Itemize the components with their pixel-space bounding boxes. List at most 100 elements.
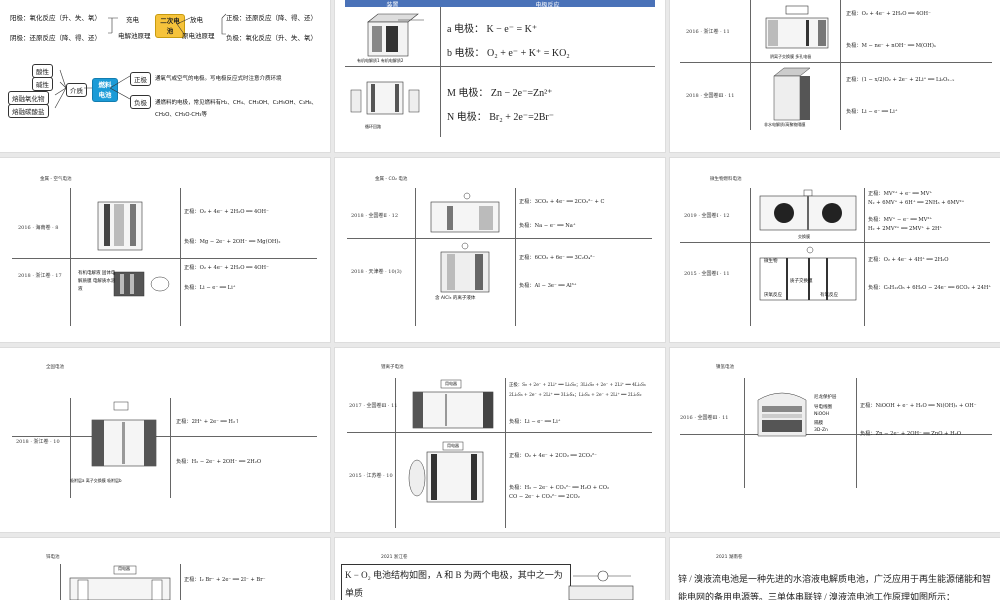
slide-thumbnail[interactable]: 阳极：氧化反应（升、失、氧） 阴极：还原反应（降、得、还） 充电 电解池原理 二… bbox=[0, 0, 330, 152]
equation: 正极：(1 − x/2)O₂ + 2e⁻ + 2Li⁺ ══ Li₂O₂₋ₓ bbox=[846, 77, 955, 83]
equation: 负极：Mg − 2e⁻ + 2OH⁻ ══ Mg(OH)₂ bbox=[184, 239, 281, 245]
equation: N 电极： Br₂ + 2e⁻=2Br⁻ bbox=[447, 112, 554, 123]
mindmap-node: 正极：还原反应（降、得、还） bbox=[226, 14, 317, 22]
slide-title: 金属 - 空气电池 bbox=[40, 177, 72, 182]
equation: CO − 2e⁻ + CO₃²⁻ ══ 2CO₂ bbox=[509, 494, 580, 500]
divider bbox=[680, 242, 990, 243]
divider bbox=[840, 0, 841, 130]
slide-title: 锌电池 bbox=[46, 555, 60, 560]
slide-thumbnail[interactable]: 全固电池 2018 · 浙江卷 · 10 吸附层a 离子交换膜 吸附层b 正极：… bbox=[0, 348, 330, 532]
row-label: 2018 · 浙江卷 · 10 bbox=[16, 439, 60, 445]
figure-caption: 交换膜 bbox=[798, 234, 810, 239]
divider bbox=[12, 436, 317, 437]
divider bbox=[415, 188, 416, 326]
slide-thumbnail[interactable]: 锂离子电池 2017 · 全国卷Ⅲ · 11 用电器 正极：S₈ + 2e⁻ +… bbox=[335, 348, 665, 532]
divider bbox=[60, 564, 61, 600]
equation: 正极：S₈ + 2e⁻ + 2Li⁺ ══ Li₂S₈；3Li₂S₈ + 2e⁻… bbox=[509, 383, 646, 388]
slide-thumbnail[interactable]: 金属 - 空气电池 2016 · 海南卷 · 8 正极：O₂ + 4e⁻ + 2… bbox=[0, 158, 330, 342]
divider bbox=[70, 398, 71, 498]
battery-diagram bbox=[113, 271, 170, 297]
divider bbox=[345, 66, 655, 67]
slide-thumbnail[interactable]: 2016 · 浙江卷 · 11 阴离子交换膜 多孔电极 正极：O₂ + 4e⁻ … bbox=[670, 0, 1000, 152]
battery-diagram bbox=[430, 192, 500, 233]
figure-caption: 有机电解液 固体电解质膜 电解质水溶液 bbox=[78, 271, 116, 292]
equation: 负极：Al − 3e⁻ ══ Al³⁺ bbox=[519, 283, 577, 289]
slide-title: 微生物燃料电池 bbox=[710, 177, 742, 182]
slide-thumbnail[interactable]: 镍氢电池 2016 · 全国卷Ⅲ · 11 尼龙保护层 导电线圈 NiOOH 隔… bbox=[670, 348, 1000, 532]
figure-caption: 有氧反应 bbox=[820, 293, 838, 298]
battery-diagram bbox=[408, 441, 484, 503]
equation: b 电极： O₂ + e⁻ + K⁺ = KO₂ bbox=[447, 48, 570, 59]
equation: 正极：3CO₂ + 4e⁻ ══ 2CO₃²⁻ + C bbox=[519, 199, 605, 205]
divider bbox=[395, 378, 396, 528]
divider bbox=[440, 7, 441, 137]
figure-caption: 厌氧反应 bbox=[764, 293, 782, 298]
row-label: 2016 · 全国卷Ⅲ · 11 bbox=[680, 415, 729, 421]
battery-diagram bbox=[568, 570, 634, 600]
slide-title: 金属 - CO₂ 电池 bbox=[375, 177, 408, 182]
mindmap-node: 负极：氧化反应（升、失、氧） bbox=[226, 34, 317, 42]
equation: 2Li₂S₆ + 2e⁻ + 2Li⁺ ══ 3Li₂S₄；Li₂S₄ + 2e… bbox=[509, 393, 642, 398]
figure-caption: 有机电解质1 有机电解质2 bbox=[357, 58, 404, 63]
equation: 负极：Li − e⁻ ══ Li⁺ bbox=[846, 109, 898, 115]
divider bbox=[170, 398, 171, 498]
divider bbox=[12, 258, 317, 259]
figure-caption: 吸附层a 离子交换膜 吸附层b bbox=[70, 478, 122, 483]
figure-caption: 用电器 bbox=[445, 381, 457, 386]
equation: 负极：Li − e⁻ ══ Li⁺ bbox=[184, 285, 236, 291]
equation: 正极：O₂ + 4e⁻ + 2H₂O ══ 4OH⁻ bbox=[184, 265, 269, 271]
mindmap-node: 通氧气或空气的电极。写电极反应式时注意介质环境 bbox=[155, 76, 282, 82]
slide-thumbnail[interactable]: 2021 湖南卷 锌 / 溴液流电池是一种先进的水溶液电解质电池，广泛应用于再生… bbox=[670, 538, 1000, 600]
slide-title: 2021 浙江卷 bbox=[381, 555, 408, 560]
slide-title: 锂离子电池 bbox=[381, 365, 404, 370]
divider bbox=[750, 0, 751, 130]
equation: 正极：NiOOH + e⁻ + H₂O ══ Ni(OH)₂ + OH⁻ bbox=[860, 403, 977, 409]
mindmap-node: 放电 bbox=[190, 16, 203, 24]
row-label: 2017 · 全国卷Ⅲ · 11 bbox=[349, 403, 398, 409]
figure-caption: 用电器 bbox=[447, 443, 459, 448]
mindmap-node: 负极 bbox=[130, 95, 151, 109]
mindmap-node-secondary-battery: 二次电池 bbox=[155, 14, 185, 38]
divider bbox=[856, 378, 857, 488]
table-header: 电极反应 bbox=[440, 0, 655, 9]
mindmap-node: 介质 bbox=[66, 83, 87, 97]
mindmap-node: 原电池原理 bbox=[182, 32, 215, 40]
mindmap-node: 正极 bbox=[130, 72, 151, 86]
slide-thumbnail[interactable]: 锌电池 用电器 正极：I₂ Br⁻ + 2e⁻ ══ 2I⁻ + Br⁻ bbox=[0, 538, 330, 600]
mindmap-node: 阴极：还原反应（降、得、还） bbox=[10, 34, 101, 42]
slide-thumbnail[interactable]: 2021 浙江卷 K − O₂ 电池结构如图，A 和 B 为两个电极，其中之一为… bbox=[335, 538, 665, 600]
equation: N₂ + 6MV⁺ + 6H⁺ ══ 2NH₃ + 6MV²⁺ bbox=[868, 200, 965, 206]
equation: a 电极： K − e⁻ = K⁺ bbox=[447, 24, 538, 35]
figure-caption: 质子交换膜 bbox=[790, 279, 813, 284]
slide-thumbnail[interactable]: 金属 - CO₂ 电池 2018 · 全国卷Ⅱ · 12 正极：3CO₂ + 4… bbox=[335, 158, 665, 342]
battery-diagram bbox=[412, 379, 494, 429]
equation: 负极：MV⁺ − e⁻ ══ MV²⁺ bbox=[868, 217, 933, 223]
row-label: 2018 · 浙江卷 · 17 bbox=[18, 273, 62, 279]
divider bbox=[750, 188, 751, 326]
equation: 负极：H₂ − 2e⁻ + 2OH⁻ ══ 2H₂O bbox=[176, 459, 262, 465]
mindmap-node: 通燃料的电极，常见燃料有H₂、CH₄、CH₃OH、C₂H₅OH、C₃H₈、CH₂… bbox=[155, 100, 317, 118]
row-label: 2016 · 海南卷 · 8 bbox=[18, 225, 59, 231]
battery-diagram bbox=[440, 242, 490, 293]
equation: 负极：M − ne⁻ + nOH⁻ ══ M(OH)ₙ bbox=[846, 43, 937, 49]
battery-diagram bbox=[765, 5, 829, 49]
figure-caption: 微生物 bbox=[764, 259, 778, 264]
equation: 正极：O₂ + 4e⁻ + 4H⁺ ══ 2H₂O bbox=[868, 257, 949, 263]
mindmap-node: 碱性 bbox=[32, 77, 53, 91]
slide-thumbnail[interactable]: 微生物燃料电池 2019 · 全国卷Ⅰ · 12 交换膜 正极：MV²⁺ + e… bbox=[670, 158, 1000, 342]
battery-diagram bbox=[367, 13, 424, 57]
equation: M 电极： Zn − 2e⁻=Zn²⁺ bbox=[447, 88, 553, 99]
row-label: 2019 · 全国卷Ⅰ · 12 bbox=[684, 213, 730, 219]
battery-diagram bbox=[69, 565, 171, 600]
equation: 负极：H₂ − 2e⁻ + CO₃²⁻ ══ H₂O + CO₂ bbox=[509, 485, 610, 491]
diagram-label: 隔膜 bbox=[814, 421, 823, 426]
question-text: K − O₂ 电池结构如图，A 和 B 为两个电极，其中之一为单质 bbox=[345, 570, 563, 598]
diagram-label: NiOOH bbox=[814, 412, 830, 417]
slide-thumbnail[interactable]: 装置 电极反应 有机电解质1 有机电解质2 循环回路 a 电极： K − e⁻ … bbox=[335, 0, 665, 152]
table-header: 装置 bbox=[345, 0, 440, 9]
divider bbox=[864, 188, 865, 326]
figure-caption: 含 AlCl₃ 的离子液体 bbox=[435, 296, 476, 301]
question-box bbox=[341, 564, 571, 600]
diagram-label: 尼龙保护层 bbox=[814, 395, 837, 400]
divider bbox=[680, 434, 992, 435]
